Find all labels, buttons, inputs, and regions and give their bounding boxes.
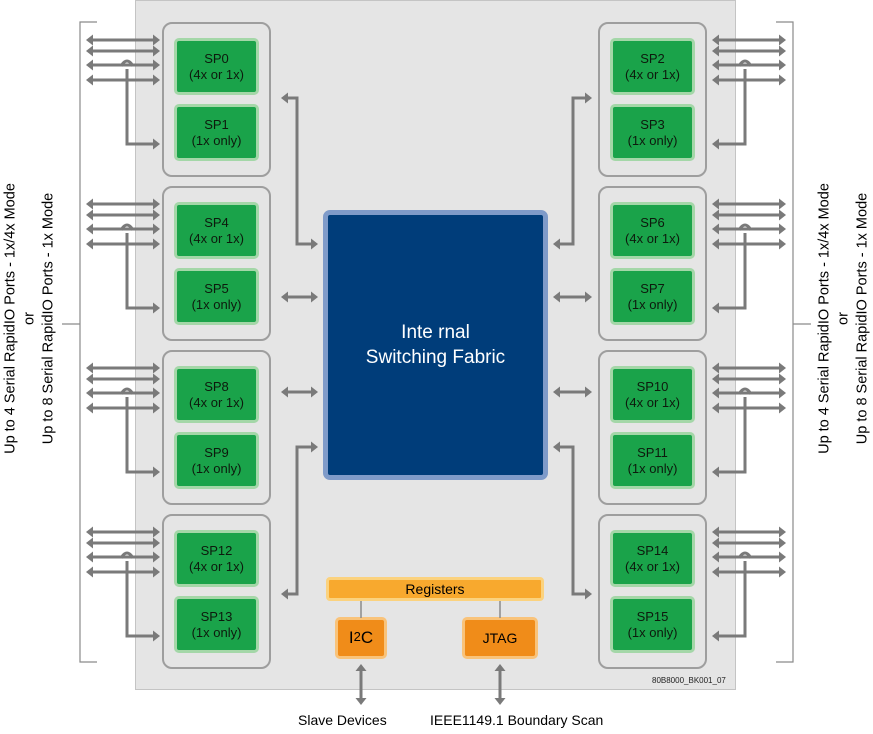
internal-switching-fabric: Inte rnal Switching Fabric bbox=[323, 210, 548, 480]
port-sp7: SP7(1x only) bbox=[610, 268, 695, 325]
port-sp10: SP10(4x or 1x) bbox=[610, 366, 695, 423]
port-sp11: SP11(1x only) bbox=[610, 432, 695, 489]
port-group-8-9: SP8(4x or 1x) SP9(1x only) bbox=[162, 350, 271, 505]
port-sp14: SP14(4x or 1x) bbox=[610, 530, 695, 587]
port-sp9: SP9(1x only) bbox=[174, 432, 259, 489]
port-sp0: SP0(4x or 1x) bbox=[174, 38, 259, 95]
port-sp12: SP12(4x or 1x) bbox=[174, 530, 259, 587]
document-code: 80B8000_BK001_07 bbox=[652, 676, 726, 685]
right-bracket bbox=[776, 21, 794, 663]
slave-devices-label: Slave Devices bbox=[298, 712, 387, 728]
port-sp13: SP13(1x only) bbox=[174, 596, 259, 653]
left-port-capacity-label: Up to 4 Serial RapidIO Ports - 1x/4x Mod… bbox=[2, 183, 57, 454]
port-group-10-11: SP10(4x or 1x) SP11(1x only) bbox=[598, 350, 707, 505]
port-group-12-13: SP12(4x or 1x) SP13(1x only) bbox=[162, 514, 271, 669]
port-sp15: SP15(1x only) bbox=[610, 596, 695, 653]
port-group-6-7: SP6(4x or 1x) SP7(1x only) bbox=[598, 186, 707, 341]
jtag-block: JTAG bbox=[462, 617, 538, 659]
fabric-label-line1: Inte rnal bbox=[401, 322, 470, 343]
boundary-scan-label: IEEE1149.1 Boundary Scan bbox=[430, 712, 604, 728]
port-group-14-15: SP14(4x or 1x) SP15(1x only) bbox=[598, 514, 707, 669]
port-sp6: SP6(4x or 1x) bbox=[610, 202, 695, 259]
fabric-label-line2: Switching Fabric bbox=[365, 347, 506, 368]
port-group-0-1: SP0(4x or 1x) SP1(1x only) bbox=[162, 22, 271, 177]
left-bracket bbox=[79, 21, 97, 663]
port-sp2: SP2(4x or 1x) bbox=[610, 38, 695, 95]
port-group-4-5: SP4(4x or 1x) SP5(1x only) bbox=[162, 186, 271, 341]
right-port-capacity-label: Up to 4 Serial RapidIO Ports - 1x/4x Mod… bbox=[816, 183, 871, 454]
port-sp8: SP8(4x or 1x) bbox=[174, 366, 259, 423]
port-group-2-3: SP2(4x or 1x) SP3(1x only) bbox=[598, 22, 707, 177]
port-sp1: SP1(1x only) bbox=[174, 104, 259, 161]
port-sp5: SP5(1x only) bbox=[174, 268, 259, 325]
port-sp4: SP4(4x or 1x) bbox=[174, 202, 259, 259]
port-sp3: SP3(1x only) bbox=[610, 104, 695, 161]
registers-block: Registers bbox=[326, 577, 544, 601]
